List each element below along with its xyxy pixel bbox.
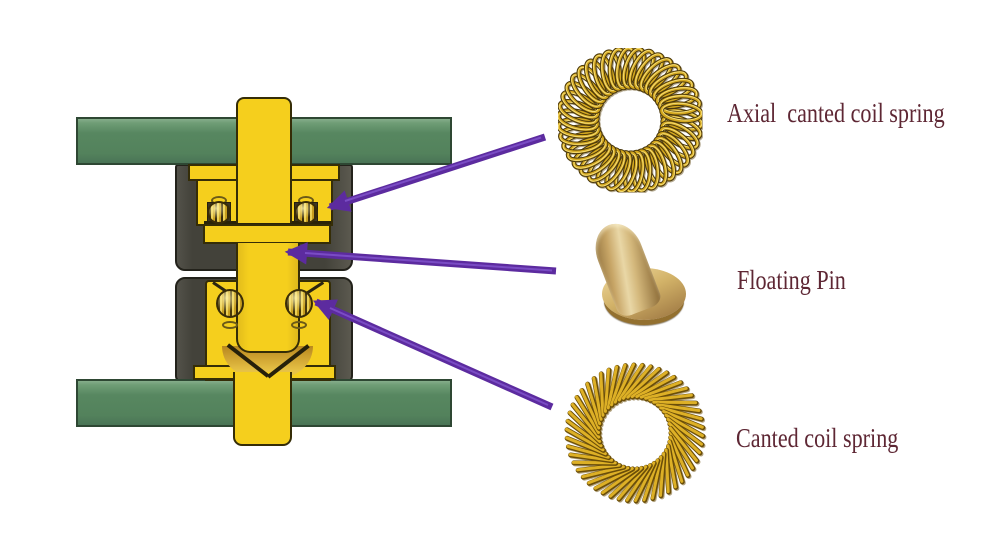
top-pin-head (236, 97, 292, 223)
axial-canted-coil-spring-image (558, 48, 702, 192)
cross-section-diagram (76, 97, 452, 446)
floating-pin-flange (203, 224, 331, 244)
label-axial-canted-coil-spring: Axial canted coil spring (727, 98, 945, 128)
canted-spring-section-left (216, 289, 244, 318)
bottom-pin-segment (233, 372, 292, 446)
label-canted-coil-spring: Canted coil spring (736, 423, 899, 453)
canted-coil-spring-image (564, 362, 706, 504)
label-floating-pin: Floating Pin (737, 265, 846, 295)
canted-spring-section-right (285, 289, 313, 318)
lower-right-spring-ring-edge (291, 321, 307, 329)
lower-left-spring-ring-edge (222, 321, 238, 329)
axial-spring-section-right (294, 201, 318, 224)
axial-spring-section-left (207, 201, 231, 224)
floating-pin-image (587, 216, 696, 327)
